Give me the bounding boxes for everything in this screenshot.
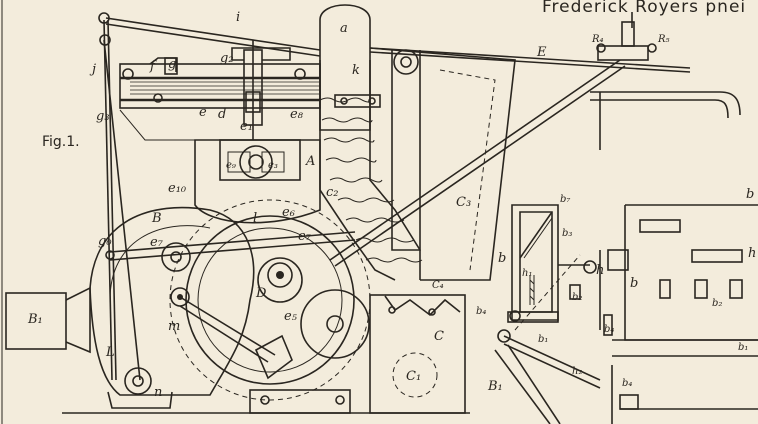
label-b3: b₃: [562, 228, 572, 239]
label-A: A: [305, 154, 315, 169]
label-b-r1: b: [746, 187, 754, 202]
label-i: i: [236, 10, 240, 25]
label-b4: b₄: [476, 306, 486, 317]
label-C4: C₄: [432, 280, 444, 291]
label-e8: e₈: [290, 107, 304, 122]
label-b4-r2: b₄: [622, 378, 632, 389]
label-g2: g₂: [220, 51, 234, 66]
label-b7: b₇: [560, 194, 570, 205]
label-j: j: [89, 62, 96, 77]
label-a: a: [340, 21, 348, 36]
label-b1: b₁: [538, 334, 548, 345]
side-elevation-detail: [599, 204, 758, 424]
label-g0: g₀: [98, 234, 112, 249]
label-g3: g₃: [96, 109, 110, 124]
label-b2: b₂: [572, 292, 582, 303]
label-b-mid: b: [498, 251, 506, 266]
label-e5: e₅: [284, 309, 298, 324]
label-k: k: [352, 63, 360, 78]
label-m: m: [168, 319, 180, 334]
label-h-r: h: [748, 246, 756, 261]
label-l: l: [253, 211, 257, 226]
label-g: g: [168, 57, 176, 72]
label-b4-r: b₄: [604, 324, 614, 335]
label-B1b: B₁: [487, 379, 503, 394]
label-L: L: [105, 345, 115, 360]
label-c2: c₂: [326, 185, 339, 200]
figure-label: Fig.1.: [42, 134, 80, 150]
valve-box-detail: [494, 204, 601, 424]
plate-header: Frederick Royers pnei: [542, 0, 746, 17]
label-C: C: [434, 329, 444, 344]
label-e1: e₁: [240, 119, 253, 134]
label-B1: B₁: [27, 312, 43, 327]
label-D: D: [255, 286, 267, 301]
label-e7b: e₇: [298, 229, 312, 244]
reference-labels: a i j g f g₂ k E R₄ R₅ g₃ e d e₈ e₁ A e₉…: [27, 10, 756, 400]
label-C1: C₁: [406, 369, 421, 384]
label-e10: e₁₀: [168, 181, 187, 196]
label-b-r2: b: [630, 276, 638, 291]
label-h1: h₁: [522, 268, 532, 279]
label-n: n: [154, 385, 162, 400]
label-f: f: [149, 59, 157, 74]
label-e9: e₉: [226, 160, 236, 171]
label-h2: h₂: [572, 366, 582, 377]
label-h: h: [596, 263, 604, 278]
label-b1-r: b₁: [738, 342, 748, 353]
label-e3: e₃: [268, 160, 278, 171]
label-E: E: [536, 45, 547, 60]
label-d: d: [218, 107, 226, 122]
label-e7a: e₇: [150, 235, 164, 250]
label-B: B: [151, 211, 162, 226]
label-e6: e₆: [282, 205, 295, 220]
label-b2-r: b₂: [712, 298, 722, 309]
main-machine: [5, 4, 741, 414]
label-e: e: [199, 105, 207, 120]
label-R4: R₄: [591, 34, 604, 45]
label-C3: C₃: [456, 195, 471, 210]
label-R5: R₅: [657, 34, 670, 45]
